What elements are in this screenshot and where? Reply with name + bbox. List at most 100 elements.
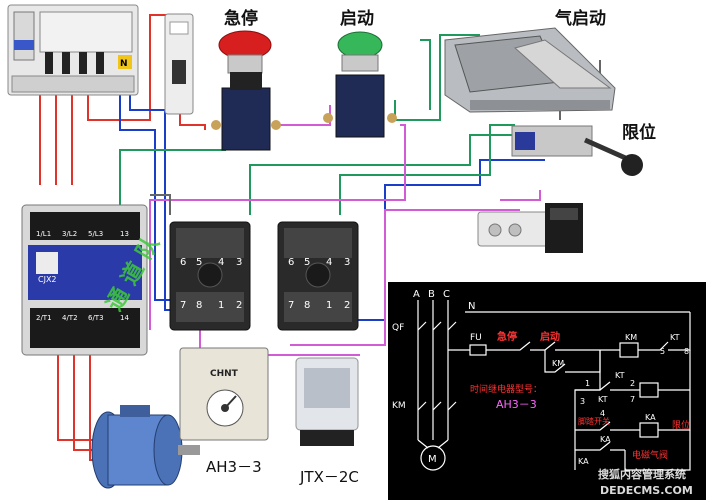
- label-emergency-stop: 急停: [224, 8, 258, 29]
- pin-label: 1: [326, 300, 332, 311]
- wire-magenta-2: [149, 124, 406, 330]
- ka-contact-label: KA: [645, 413, 656, 422]
- pin-label: 3: [344, 257, 350, 268]
- schematic-panel: A B C N QF KM M FU 急停 启动 KM KM KT 5 8 时间…: [388, 282, 706, 500]
- wire-green-4: [339, 124, 515, 215]
- terminal-2-t1: 2/T1: [36, 314, 52, 322]
- circuit-breaker: N: [7, 4, 139, 96]
- wire-blue-breaker: [119, 95, 170, 301]
- ka-contact-2-label: KA: [578, 457, 589, 466]
- terminal-1-l1: 1/L1: [36, 230, 51, 238]
- svg-text:N: N: [120, 59, 128, 69]
- num-4: 4: [600, 409, 605, 418]
- kt-coil-label: KT: [615, 371, 625, 380]
- label-start: 启动: [340, 8, 374, 29]
- contactor-brand: CJX2: [38, 275, 57, 284]
- wire-magenta-1: [275, 105, 331, 126]
- timer-brand: CHNT: [210, 369, 239, 379]
- wire-red-motor-1: [57, 355, 108, 441]
- pin-label: 8: [304, 300, 310, 311]
- wire-green-2: [394, 34, 480, 121]
- site-watermark: 搜狐内容管理系统 DEDECMS.COM: [598, 467, 693, 497]
- wire-gray-2: [150, 194, 171, 215]
- num-1: 1: [585, 379, 590, 388]
- terminal-6-t3: 6/T3: [88, 314, 104, 322]
- solenoid-valve: [477, 203, 583, 253]
- limit-switch: [511, 125, 643, 176]
- num-2: 2: [630, 379, 635, 388]
- fuse-holder: [164, 13, 194, 115]
- label-relay-model: JTX－2C: [299, 468, 359, 486]
- relay-socket-right: 6 5 4 3 7 8 1 2: [277, 221, 359, 331]
- label-timer-model: AH3－3: [206, 458, 262, 476]
- label-limit: 限位: [622, 122, 656, 143]
- num-7: 7: [630, 395, 635, 404]
- schematic-lines: [417, 300, 691, 471]
- terminal-3-l2: 3/L2: [62, 230, 77, 238]
- pin-label: 4: [326, 257, 332, 268]
- pin-label: 6: [180, 257, 186, 268]
- phase-c: C: [443, 289, 450, 300]
- pin-label: 2: [236, 300, 242, 311]
- schem-foot-switch: 脚踏开关: [578, 416, 610, 426]
- relay-socket-left: 6 5 4 3 7 8 1 2: [169, 221, 251, 331]
- qf-label: QF: [392, 323, 404, 333]
- schem-solenoid-valve: 电磁气阀: [632, 449, 668, 461]
- terminal-14: 14: [120, 314, 129, 322]
- km-aux-label: KM: [552, 359, 564, 368]
- pin-label: 8: [196, 300, 202, 311]
- num-8: 8: [684, 347, 689, 356]
- socket-right-pins: 6 5 4 3 7 8 1 2: [288, 257, 350, 311]
- schematic-labels: A B C N QF KM M FU 急停 启动 KM KM KT 5 8 时间…: [392, 289, 690, 466]
- socket-left-pins: 6 5 4 3 7 8 1 2: [180, 257, 242, 311]
- pin-label: 2: [344, 300, 350, 311]
- num-5: 5: [660, 347, 665, 356]
- ka-coil-label: KA: [600, 435, 611, 444]
- wire-green-3: [249, 134, 520, 215]
- km-main-label: KM: [392, 401, 406, 411]
- schem-limit: 限位: [672, 419, 690, 431]
- terminal-13: 13: [120, 230, 129, 238]
- relay-jtx2c: [295, 357, 359, 446]
- pin-label: 5: [304, 257, 310, 268]
- phase-b: B: [428, 289, 435, 300]
- watermark-line2: DEDECMS.COM: [600, 484, 693, 497]
- pin-label: 6: [288, 257, 294, 268]
- terminal-4-t2: 4/T2: [62, 314, 78, 322]
- start-button: [323, 31, 397, 138]
- phase-a: A: [413, 289, 420, 300]
- wire-magenta-3: [290, 209, 520, 346]
- electric-motor: [91, 405, 200, 489]
- timer-model-note: AH3－3: [496, 398, 537, 411]
- wire-magenta-4: [500, 190, 541, 201]
- fu-label: FU: [470, 333, 482, 343]
- schem-emergency-stop: 急停: [497, 330, 517, 343]
- pin-label: 7: [180, 300, 186, 311]
- pin-label: 3: [236, 257, 242, 268]
- motor-symbol-label: M: [428, 454, 437, 465]
- label-pneumatic-start: 气启动: [554, 8, 606, 29]
- num-3: 3: [580, 397, 585, 406]
- time-relay-ah3: CHNT: [179, 347, 269, 441]
- foot-pedal-switch: [444, 27, 616, 113]
- pin-label: 5: [196, 257, 202, 268]
- ac-contactor: CJX2 1/L1 3/L2 5/L3 13 2/T1 4/T2 6/T3 14: [21, 204, 148, 356]
- pin-label: 1: [218, 300, 224, 311]
- wire-red-fuse-bottom: [179, 110, 206, 130]
- kt-contact-mid: KT: [598, 395, 608, 404]
- contactor-terminal-labels: 1/L1 3/L2 5/L3 13 2/T1 4/T2 6/T3 14: [36, 230, 129, 322]
- pin-label: 7: [288, 300, 294, 311]
- wire-green-1: [119, 135, 226, 215]
- terminal-5-l3: 5/L3: [88, 230, 103, 238]
- wire-green-5: [420, 39, 431, 110]
- neutral-label: N: [468, 301, 475, 312]
- km-coil-label: KM: [625, 333, 637, 342]
- pin-label: 4: [218, 257, 224, 268]
- timer-note: 时间继电器型号：: [470, 383, 542, 395]
- emergency-stop-button: [211, 30, 281, 151]
- watermark-line1: 搜狐内容管理系统: [598, 467, 686, 481]
- schem-start: 启动: [540, 330, 560, 343]
- kt-contact-top: KT: [670, 333, 680, 342]
